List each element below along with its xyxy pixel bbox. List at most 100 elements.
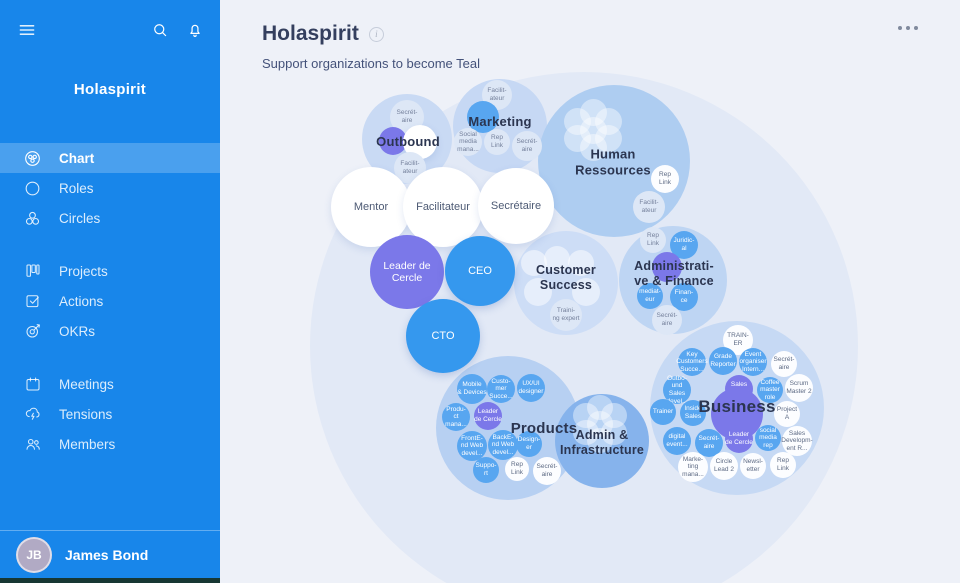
hamburger-menu-icon[interactable] <box>16 19 38 41</box>
page-subtitle: Support organizations to become Teal <box>262 56 481 71</box>
role-label: Leader de Cercle <box>383 259 431 284</box>
role-label: Rep Link <box>777 457 789 472</box>
role-secretaire[interactable]: Secrét- aire <box>771 351 797 377</box>
sidebar-item-meetings[interactable]: Meetings <box>0 369 220 399</box>
human-ressources-label[interactable]: Human Ressources <box>575 146 651 177</box>
role-secretaire[interactable]: Secrét- aire <box>512 131 542 161</box>
role-training-expert[interactable]: Traini- ng expert <box>550 299 582 331</box>
target-icon <box>23 322 42 341</box>
role-facilitateur[interactable]: Facilit- ateur <box>482 80 512 110</box>
search-icon[interactable] <box>149 19 171 41</box>
sidebar-item-label: Actions <box>59 293 104 309</box>
role-designer[interactable]: Design- er <box>516 431 542 457</box>
marketing-label[interactable]: Marketing <box>468 114 532 130</box>
role-label: Event organiser Intern... <box>739 350 767 373</box>
human-ressources-group[interactable] <box>538 85 690 237</box>
role-sales-development[interactable]: Sales Developm- ent R... <box>781 426 813 456</box>
role-label: social media rep <box>759 426 777 449</box>
role-unnamed-blue[interactable] <box>467 101 499 133</box>
current-user[interactable]: JB James Bond <box>0 530 220 578</box>
role-leader-de-cercle[interactable]: Leader de Cercle <box>725 425 753 453</box>
role-rep-link[interactable]: Rep Link <box>484 129 510 155</box>
role-label: BackE- nd Web devel... <box>491 433 515 456</box>
role-rep-link[interactable]: Rep Link <box>505 457 529 481</box>
role-label: Facilit- ateur <box>639 199 659 214</box>
role-frontend-dev[interactable]: FrontE- nd Web devel... <box>457 431 487 461</box>
role-mobile-devices[interactable]: Mobile & Devices <box>457 374 487 404</box>
admin-infrastructure-label[interactable]: Admin & Infrastructure <box>559 428 645 457</box>
role-key-customers[interactable]: Key Customers Succe... <box>676 348 708 376</box>
products-label[interactable]: Products <box>510 420 578 437</box>
role-ceo[interactable]: CEO <box>445 236 515 306</box>
role-secretaire[interactable]: Secrét- aire <box>533 457 561 485</box>
role-label: Outbo- und Sales devel... <box>666 374 688 405</box>
notifications-bell-icon[interactable] <box>184 19 206 41</box>
sidebar-item-tensions[interactable]: Tensions <box>0 399 220 429</box>
sidebar-item-label: OKRs <box>59 323 96 339</box>
role-label: Secrét- aire <box>656 312 678 327</box>
sidebar-item-projects[interactable]: Projects <box>0 256 220 286</box>
sidebar-item-okrs[interactable]: OKRs <box>0 316 220 346</box>
sidebar-item-actions[interactable]: Actions <box>0 286 220 316</box>
role-newsletter[interactable]: Newsl- etter <box>740 453 766 479</box>
role-mentor[interactable]: Mentor <box>331 167 411 247</box>
bottom-strip <box>0 578 220 583</box>
role-trainer[interactable]: Trainer <box>650 399 676 425</box>
role-secretaire-main[interactable]: Secrétaire <box>478 168 554 244</box>
role-rep-link[interactable]: Rep Link <box>651 165 679 193</box>
role-leader-de-cercle[interactable]: Leader de Cercle <box>474 402 502 430</box>
role-uxui-designer[interactable]: UX/UI designer <box>517 374 545 402</box>
role-event-organiser[interactable]: Event organiser Intern... <box>739 348 767 376</box>
sidebar-item-circles[interactable]: Circles <box>0 203 220 233</box>
role-backend-dev[interactable]: BackE- nd Web devel... <box>488 430 518 460</box>
role-label: FrontE- nd Web devel... <box>460 434 484 457</box>
role-unnamed-purple[interactable] <box>379 127 407 155</box>
role-label: Leader de Cercle <box>725 431 753 446</box>
role-scrum-master[interactable]: Scrum Master 2 <box>785 374 813 402</box>
role-social-media-rep[interactable]: social media rep <box>755 425 781 451</box>
role-label: mediat- eur <box>639 288 661 303</box>
user-name: James Bond <box>65 546 149 563</box>
sidebar-item-chart[interactable]: Chart <box>0 143 220 173</box>
role-label: Social media mana... <box>457 130 479 153</box>
cluster-petal <box>579 133 607 161</box>
role-circle-lead-2[interactable]: Circle Lead 2 <box>710 452 738 480</box>
role-finance[interactable]: Finan- ce <box>670 283 698 311</box>
role-social-media-manager[interactable]: Social media mana... <box>454 128 482 156</box>
role-facilitateur[interactable]: Facilit- ateur <box>633 191 665 223</box>
role-cto[interactable]: CTO <box>406 299 480 373</box>
info-icon[interactable]: i <box>368 26 384 42</box>
role-marketing-manager[interactable]: Marke- ting mana... <box>678 452 708 482</box>
role-coffee-master[interactable]: Coffee master role <box>757 377 783 403</box>
sidebar-item-members[interactable]: Members <box>0 429 220 459</box>
role-inside-sales[interactable]: Inside Sales <box>680 400 706 426</box>
cluster-petal <box>594 125 622 153</box>
admin-finance-label[interactable]: Administrati- ve & Finance <box>634 259 714 288</box>
cluster-petal <box>601 403 627 429</box>
role-rep-link[interactable]: Rep Link <box>640 227 666 253</box>
role-mediateur[interactable]: mediat- eur <box>637 283 663 309</box>
business-label[interactable]: Business <box>698 396 776 416</box>
role-facilitateur-main[interactable]: Facilitateur <box>403 167 483 247</box>
role-unnamed-purple[interactable] <box>652 252 682 282</box>
role-rep-link[interactable]: Rep Link <box>770 452 796 478</box>
sidebar-item-label: Circles <box>59 210 101 226</box>
role-grade-reporter[interactable]: Grade Reporter <box>709 347 737 375</box>
role-digital-event[interactable]: digital event... <box>663 427 691 455</box>
sidebar-item-roles[interactable]: Roles <box>0 173 220 203</box>
more-options-icon[interactable] <box>898 26 918 30</box>
role-customer-success[interactable]: Custo- mer Succe... <box>487 375 515 403</box>
role-label: Juridic- al <box>673 237 695 252</box>
outbound-label[interactable]: Outbound <box>376 134 440 150</box>
role-project-a[interactable]: Project A <box>774 401 800 427</box>
customer-success-label[interactable]: Customer Success <box>536 263 596 292</box>
admin-infrastructure-group[interactable] <box>555 394 649 488</box>
role-label: Rep Link <box>491 134 503 149</box>
role-secretaire[interactable]: Secrét- aire <box>652 305 682 335</box>
three-circles-icon <box>23 209 42 228</box>
role-product-manager[interactable]: Produ- ct mana... <box>442 403 470 431</box>
role-leader-de-cercle[interactable]: Leader de Cercle <box>370 235 444 309</box>
cluster-petal <box>573 419 599 445</box>
role-support[interactable]: Suppo- rt <box>473 457 499 483</box>
